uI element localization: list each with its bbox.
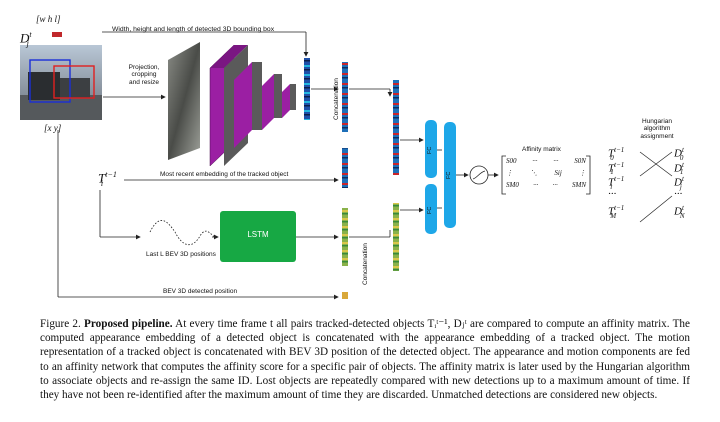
detected-embedding xyxy=(304,58,310,120)
detected-object-4: DtN xyxy=(674,204,685,220)
recent-embedding-label: Most recent embedding of the tracked obj… xyxy=(160,171,289,178)
matrix-bracket-left xyxy=(501,155,506,195)
concat-label-bottom: Concatenation xyxy=(362,243,369,285)
concat-top-bar2 xyxy=(342,148,348,188)
lstm-label: LSTM xyxy=(247,230,269,239)
bbox-dims-marker xyxy=(52,32,62,37)
tracked-object-4: Tt−1M xyxy=(608,204,625,220)
bbox-dims-label: Width, height and length of detected 3D … xyxy=(112,26,275,33)
detection-box-red xyxy=(53,65,95,99)
caption-text: At every time frame t all pairs tracked-… xyxy=(40,318,690,402)
tracked-object-3: ··· xyxy=(608,187,617,200)
detected-object-0: Dt0 xyxy=(674,146,684,162)
affinity-matrix: S00······S0N ⋮⋱Sij⋮ SM0······SMN xyxy=(506,157,586,189)
cropped-object-image xyxy=(168,42,200,160)
bev-position-bar xyxy=(342,292,348,299)
assign-line-2 xyxy=(639,151,673,177)
detection-symbol: Dtj xyxy=(20,30,32,48)
caption-title: Proposed pipeline. xyxy=(84,318,173,330)
detected-object-3: ··· xyxy=(674,187,683,200)
bev-trajectory-curve xyxy=(149,220,216,245)
assign-line-3 xyxy=(639,195,673,223)
detection-box-blue xyxy=(29,59,71,103)
pipeline-figure: Width, height and length of detected 3D … xyxy=(20,14,708,300)
bev-positions-label: Last L BEV 3D positions xyxy=(146,251,216,258)
fc-fusion xyxy=(444,122,456,228)
figure-caption: Figure 2. Proposed pipeline. At every ti… xyxy=(40,317,690,402)
hungarian-label: Hungarian algorithm assignment xyxy=(640,118,674,140)
concat-label-top: Concatenation xyxy=(333,78,340,120)
tracked-object-2: Tt−1i xyxy=(608,175,625,191)
fc-motion xyxy=(425,184,437,234)
lstm-block xyxy=(220,211,296,262)
fc-label-2: FC xyxy=(427,206,433,214)
input-camera-image xyxy=(20,45,102,120)
cnn-layers xyxy=(209,44,296,167)
matrix-bracket-right xyxy=(586,155,591,195)
tracked-object-0: Tt−10 xyxy=(608,146,625,162)
fc-label-1: FC xyxy=(427,146,433,154)
sigmoid-icon xyxy=(472,170,486,180)
concat-motion-vector xyxy=(393,203,399,271)
concat-appearance-vector xyxy=(393,80,399,175)
tracked-symbol: Tt−1i xyxy=(98,170,117,188)
position-vars: [x y] xyxy=(44,123,62,133)
fc-appearance xyxy=(425,120,437,178)
concat-top-bar1 xyxy=(342,62,348,132)
projection-label: Projection, cropping and resize xyxy=(128,64,160,86)
tracked-object-1: Tt−11 xyxy=(608,160,625,177)
fc-label-3: FC xyxy=(446,171,452,179)
motion-embedding xyxy=(342,208,348,266)
bbox-vars: [w h l] xyxy=(36,14,61,24)
detected-object-2: Dtj xyxy=(674,175,684,191)
pipeline-diagram xyxy=(20,31,673,300)
bev-detected-label: BEV 3D detected position xyxy=(163,288,238,295)
caption-label: Figure 2. xyxy=(40,318,81,330)
detected-object-1: Dt1 xyxy=(674,160,684,177)
affinity-title: Affinity matrix xyxy=(522,146,561,153)
